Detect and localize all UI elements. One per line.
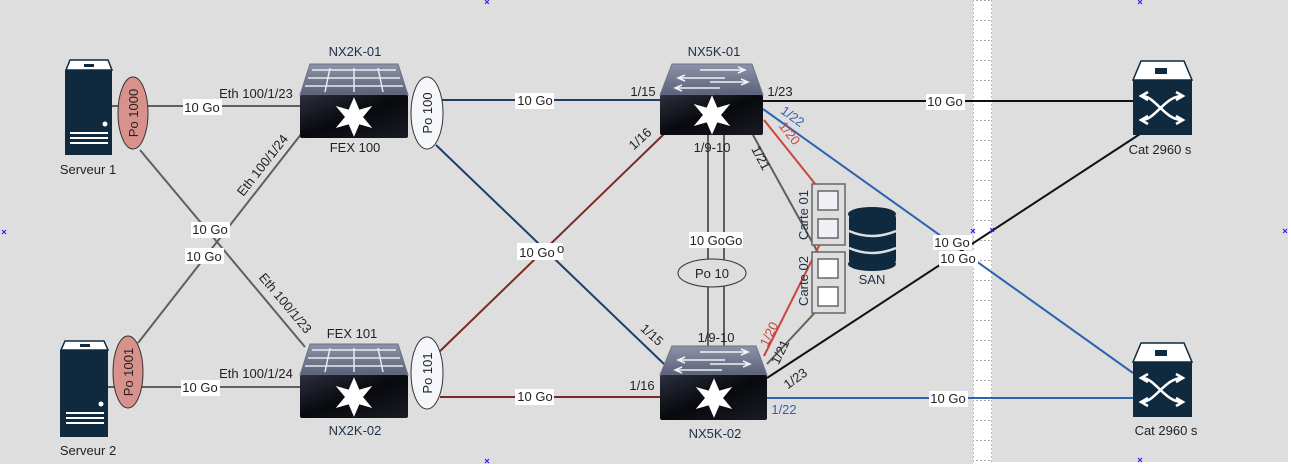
- po1001-label: Po 1001: [121, 348, 136, 396]
- link-nx5k02-carte02[interactable]: [766, 304, 823, 365]
- nx2k01-name: NX2K-01: [329, 44, 382, 59]
- fex101-label: FEX 101: [327, 326, 378, 341]
- speed-label: 10 Go: [519, 245, 554, 260]
- po100-label: Po 100: [420, 92, 435, 133]
- nexus-switch-icon: [659, 63, 764, 135]
- storage-icon: [848, 207, 897, 271]
- po1000-label: Po 1000: [126, 89, 141, 137]
- switch-nx5k01[interactable]: NX5K-01: [659, 44, 764, 135]
- speed-label: 10 Go: [934, 235, 969, 250]
- speed-label: 10 Go: [184, 100, 219, 115]
- carte01-label: Carte 01: [796, 190, 811, 240]
- carte-02[interactable]: Carte 02: [796, 251, 846, 314]
- server-1[interactable]: Serveur 1: [60, 59, 116, 177]
- speed-label: 10 Go: [192, 222, 227, 237]
- port-label: 1/23: [767, 84, 792, 99]
- nexus-switch-icon: [659, 345, 768, 420]
- po101-label: Po 101: [420, 352, 435, 393]
- nx5k02-name: NX5K-02: [689, 426, 742, 441]
- grid-lines: [973, 0, 992, 464]
- speed-label: 10 GoGo: [690, 233, 743, 248]
- nx2k02-name: NX2K-02: [329, 423, 382, 438]
- cat2-label: Cat 2960 s: [1135, 423, 1198, 438]
- speed-label: 10 Go: [517, 93, 552, 108]
- switch-nx2k02[interactable]: FEX 101 NX2K-02: [299, 326, 409, 438]
- server-1-label: Serveur 1: [60, 162, 116, 177]
- catalyst-switch-icon: [1131, 342, 1194, 417]
- port-label: 1/22: [771, 402, 796, 417]
- port-label: 1/15: [630, 84, 655, 99]
- port-channel-po101[interactable]: Po 101: [410, 336, 444, 410]
- catalyst-switch-icon: [1131, 60, 1194, 135]
- server-icon: [59, 340, 110, 437]
- server-2-label: Serveur 2: [60, 443, 116, 458]
- link-nx5k01-carte01[interactable]: [763, 119, 821, 191]
- switch-cat2960-1[interactable]: Cat 2960 s: [1129, 60, 1194, 157]
- port-channel-po100[interactable]: Po 100: [410, 76, 444, 150]
- port-channel-po10[interactable]: Po 10: [677, 258, 747, 288]
- port-label: 1/9-10: [698, 330, 735, 345]
- speed-label: 10 Go: [927, 94, 962, 109]
- fabric-extender-icon: [299, 343, 409, 418]
- fex100-label: FEX 100: [330, 140, 381, 155]
- port-label: Eth 100/1/23: [219, 86, 293, 101]
- speed-label: 10 Go: [940, 251, 975, 266]
- port-label: 1/16: [629, 378, 654, 393]
- server-2[interactable]: Serveur 2: [59, 340, 116, 458]
- speed-label-overlap: o: [557, 241, 564, 256]
- fabric-extender-icon: [299, 63, 409, 138]
- speed-label: 10 Go: [517, 389, 552, 404]
- nx5k01-name: NX5K-01: [688, 44, 741, 59]
- switch-cat2960-2[interactable]: Cat 2960 s: [1131, 342, 1198, 438]
- cat1-label: Cat 2960 s: [1129, 142, 1192, 157]
- san-label: SAN: [859, 272, 886, 287]
- port-label: 1/9-10: [694, 140, 731, 155]
- carte-01[interactable]: Carte 01: [796, 183, 846, 246]
- port-channel-po1000[interactable]: Po 1000: [117, 76, 149, 150]
- port-label: Eth 100/1/24: [219, 366, 293, 381]
- speed-label: 10 Go: [186, 249, 221, 264]
- speed-label: 10 Go: [930, 391, 965, 406]
- server-icon: [64, 59, 114, 155]
- port-channel-po1001[interactable]: Po 1001: [112, 335, 144, 409]
- san-storage[interactable]: SAN: [848, 207, 897, 287]
- po10-label: Po 10: [695, 266, 729, 281]
- carte02-label: Carte 02: [796, 256, 811, 306]
- switch-nx2k01[interactable]: NX2K-01 FEX 100: [299, 44, 409, 155]
- switch-nx5k02[interactable]: NX5K-02: [659, 345, 768, 441]
- link-nx5k01-carte02[interactable]: [752, 134, 822, 259]
- speed-label: 10 Go: [182, 380, 217, 395]
